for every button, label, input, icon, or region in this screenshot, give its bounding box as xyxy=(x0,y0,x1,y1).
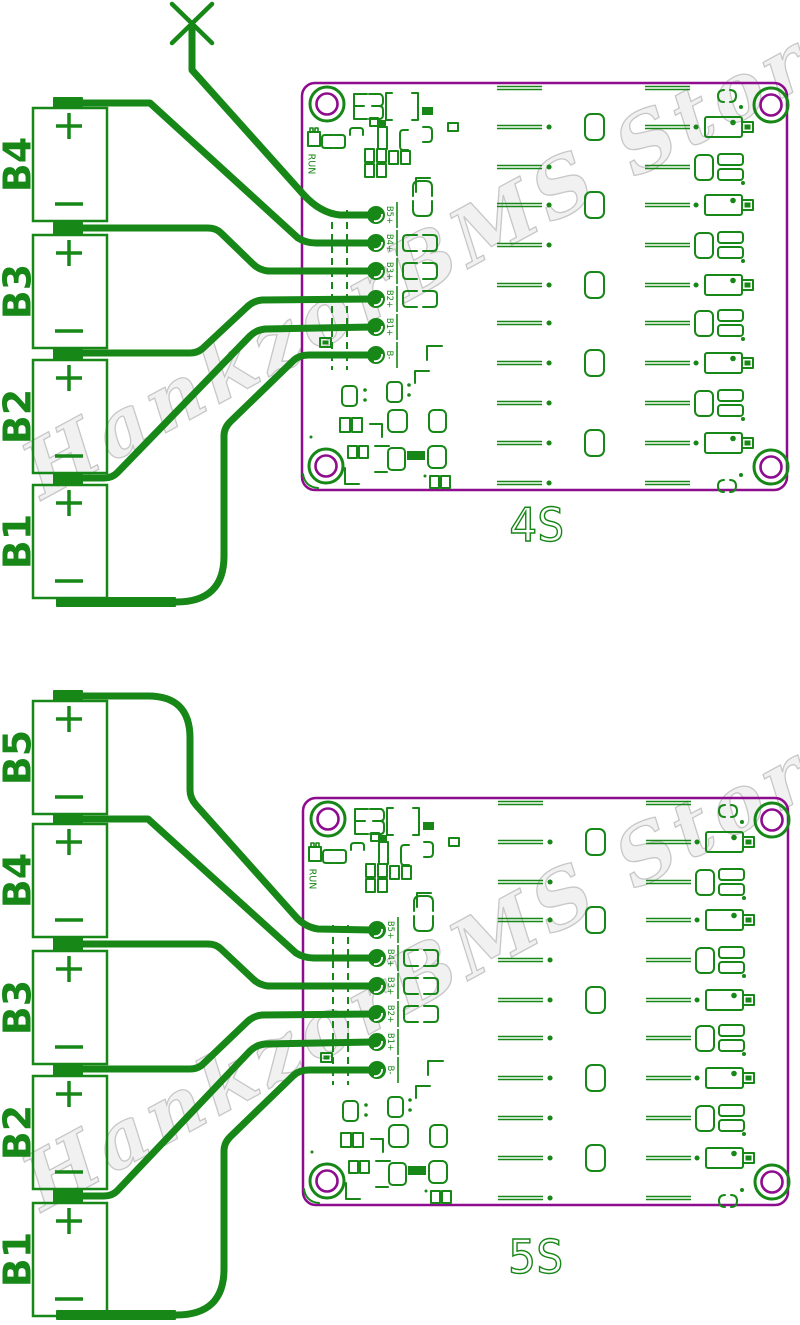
wire-b4plus xyxy=(72,99,376,247)
pad-hole-marks xyxy=(373,213,383,363)
battery-b3 xyxy=(31,949,109,1066)
run-label: RUN xyxy=(307,869,318,890)
battery-label: B2 xyxy=(0,389,39,444)
battery-b4 xyxy=(31,106,109,223)
wire-b2plus xyxy=(72,1010,376,1073)
battery-stack-5s: B5 B4 B3 B2 B1 xyxy=(0,690,176,1320)
pad-labels-4s: B5+ B4+ B3+ B2+ B1+ B- xyxy=(384,206,394,360)
pad-label: B1+ xyxy=(385,1033,395,1051)
battery-b1 xyxy=(31,1201,109,1318)
wire-b3plus xyxy=(72,940,376,990)
wire-b5plus xyxy=(72,692,376,934)
battery-label: B1 xyxy=(0,1232,39,1287)
battery-label: B2 xyxy=(0,1105,39,1160)
battery-label: B1 xyxy=(0,514,39,569)
config-title-4s: 4S xyxy=(509,498,564,552)
battery-b5 xyxy=(31,699,109,816)
watermark-text: HankzorBMS Store xyxy=(6,701,800,1230)
pad-label: B5+ xyxy=(385,921,395,939)
pad-label: B1+ xyxy=(384,318,394,336)
battery-label: B4 xyxy=(0,853,39,908)
pad-label: B- xyxy=(384,351,394,360)
wires-4s xyxy=(62,22,376,606)
pad-label: B4+ xyxy=(385,949,395,967)
diagram-5s: B5 B4 B3 B2 B1 B5+ B4+ B3+ B2+ B1+ B- RU… xyxy=(0,690,789,1320)
config-title-5s: 5S xyxy=(508,1230,563,1284)
diagram-4s: B4 B3 B2 B1 B5+ B4+ B3+ B2+ B1+ B- RUN 4… xyxy=(0,1,788,607)
battery-b4 xyxy=(31,822,109,939)
pad-label: B4+ xyxy=(384,234,394,252)
pad-label: B3+ xyxy=(384,262,394,280)
battery-label: B5 xyxy=(0,730,39,785)
wire-b1plus xyxy=(72,323,376,482)
watermark-text: HankzorBMS Store xyxy=(6,0,800,518)
pad-label: B- xyxy=(385,1066,395,1075)
pad-labels-5s: B5+ B4+ B3+ B2+ B1+ B- xyxy=(385,921,395,1075)
run-label: RUN xyxy=(306,154,317,175)
wire-b1plus xyxy=(72,1038,376,1200)
wires-5s xyxy=(62,692,376,1319)
wire-nc-b5plus xyxy=(188,22,376,219)
wire-b4plus xyxy=(72,815,376,962)
battery-label: B3 xyxy=(0,980,39,1035)
wire-b3plus xyxy=(72,224,376,275)
wire-b2plus xyxy=(72,295,376,357)
wire-bminus xyxy=(62,351,376,606)
battery-label: B3 xyxy=(0,264,39,319)
pad-label: B2+ xyxy=(385,1005,395,1023)
pad-label: B2+ xyxy=(384,290,394,308)
wire-bminus xyxy=(62,1066,376,1319)
pad-label: B3+ xyxy=(385,977,395,995)
battery-b3 xyxy=(31,233,109,350)
pad-hole-marks xyxy=(373,928,383,1078)
pad-label: B5+ xyxy=(384,206,394,224)
battery-label: B4 xyxy=(0,137,39,192)
battery-stack-4s: B4 B3 B2 B1 xyxy=(0,97,176,607)
no-connection-x-icon xyxy=(169,1,215,46)
